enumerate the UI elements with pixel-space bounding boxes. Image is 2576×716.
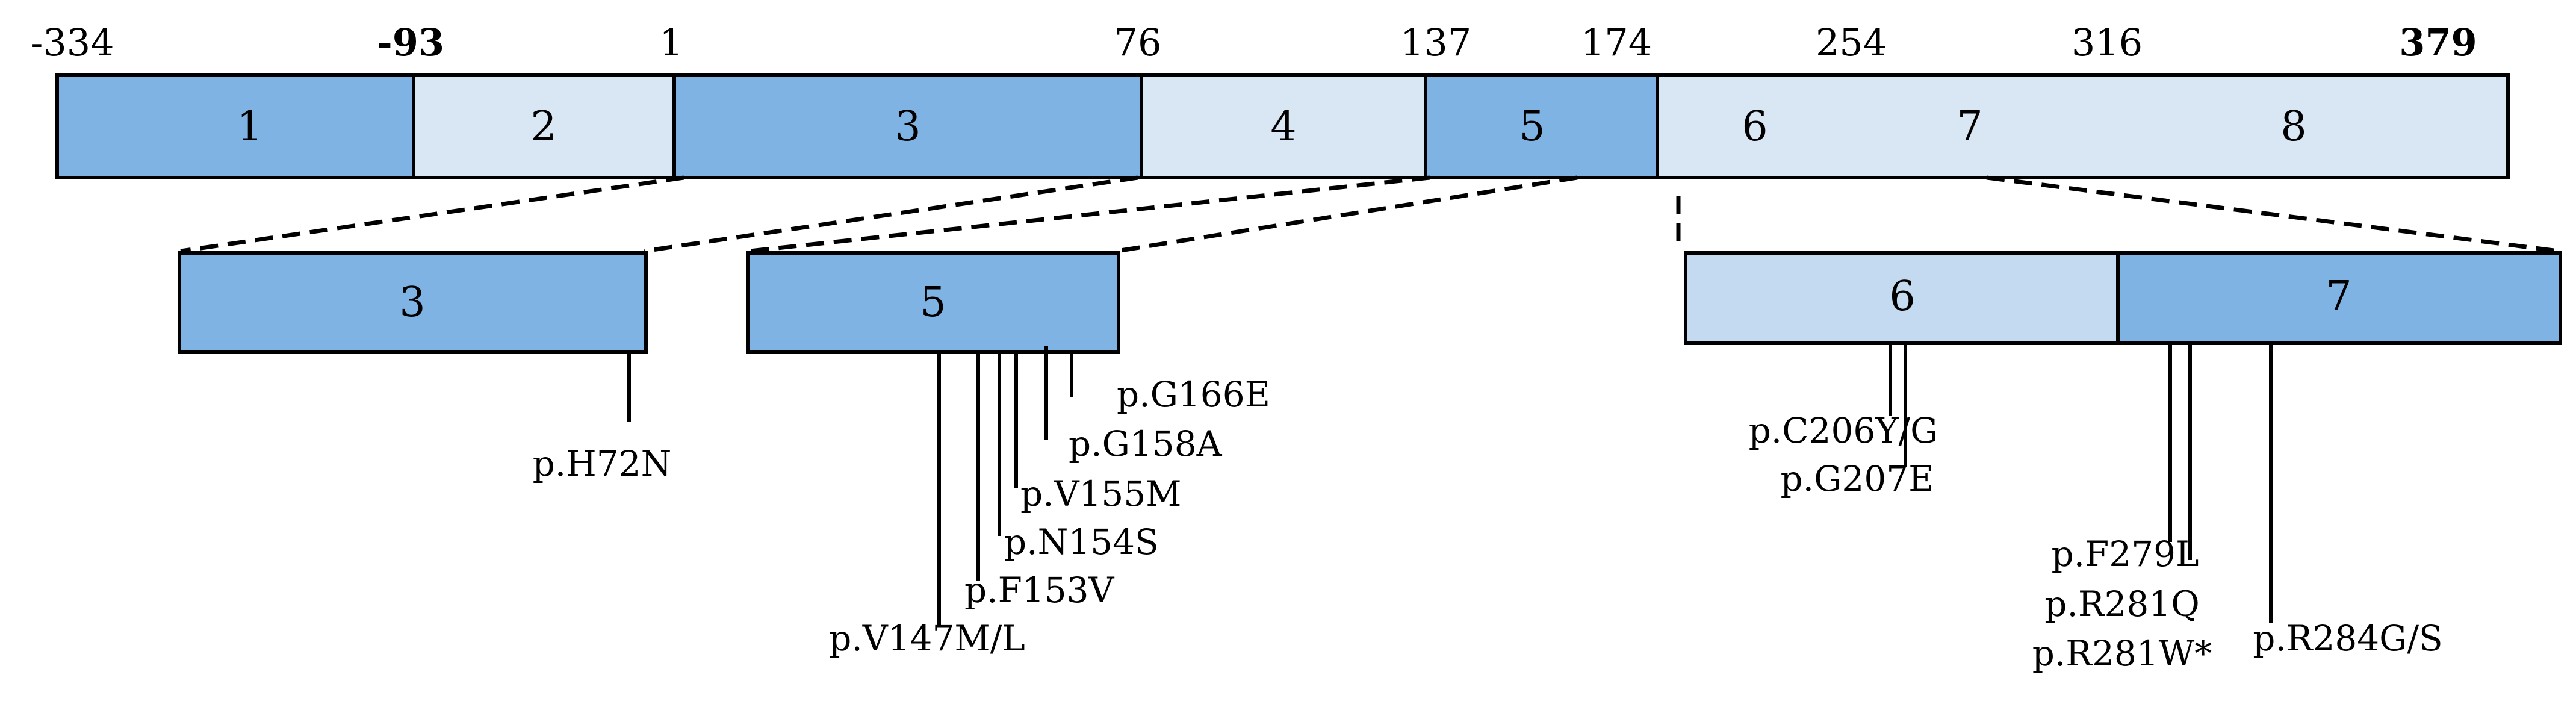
- connector-exon5-left: [749, 175, 1430, 254]
- exon-label: 5: [1519, 103, 1545, 151]
- mutation-label: p.G166E: [1117, 374, 1270, 415]
- position-label: 254: [1816, 20, 1887, 64]
- mutation-label: p.F279L: [2051, 534, 2199, 574]
- mutation-label: p.N154S: [1004, 521, 1159, 562]
- mutation-label: p.G207E: [1781, 458, 1934, 499]
- position-label: 316: [2072, 20, 2143, 64]
- mutation-label: p.R284G/S: [2253, 618, 2443, 659]
- zoom-exon-3-box: [178, 251, 648, 354]
- position-label: 1: [659, 20, 683, 64]
- gene-bar: 1 2 3 4 5 6 7 8: [55, 73, 2510, 179]
- zoom-exon-label: 6: [1889, 273, 1915, 320]
- zoom-exon-6-box: [1684, 251, 2120, 345]
- exon-label: 3: [895, 103, 920, 151]
- mutation-label: p.R281W*: [2032, 633, 2212, 674]
- connector-exon3-right: [644, 175, 1138, 254]
- exon-1-segment: [55, 73, 415, 179]
- position-label: 379: [2399, 20, 2477, 64]
- zoom-exon-label: 7: [2326, 273, 2351, 320]
- exon-2-segment: [412, 73, 676, 179]
- exon-label: 8: [2280, 103, 2306, 151]
- exon-label: 2: [530, 103, 556, 151]
- zoom-exon-5-box: [746, 251, 1120, 354]
- exon-label: 4: [1270, 103, 1296, 151]
- exons-6-8-segment: [1656, 73, 2510, 179]
- mutation-label: p.R281Q: [2044, 584, 2200, 624]
- mutation-label: p.F153V: [964, 570, 1115, 611]
- position-label: 137: [1400, 20, 1471, 64]
- mutation-label: p.G158A: [1069, 423, 1223, 464]
- position-label: 76: [1114, 20, 1162, 64]
- connector-exon3-left: [180, 175, 684, 254]
- mutation-label: p.H72N: [533, 443, 672, 484]
- position-label: 174: [1581, 20, 1652, 64]
- exon-label: 1: [237, 103, 262, 151]
- exon-label: 6: [1742, 103, 1768, 151]
- exon-3-segment: [672, 73, 1143, 179]
- mutation-label: p.C206Y/G: [1749, 410, 1938, 451]
- zoom-exon-label: 3: [399, 279, 425, 326]
- position-label: -93: [377, 20, 444, 64]
- zoom-exon-7-box: [2116, 251, 2562, 345]
- position-labels: -334 -93 1 76 137 174 254 316 379: [30, 20, 2477, 64]
- zoom-connectors: [180, 175, 2559, 254]
- mutation-labels: p.H72N p.G166E p.G158A p.V155M p.N154S p…: [533, 374, 2443, 674]
- zoom-exon-label: 5: [920, 279, 946, 326]
- exon-label: 7: [1957, 103, 1982, 151]
- mutation-ticks: [627, 343, 2273, 626]
- mutation-label: p.V147M/L: [829, 618, 1025, 659]
- mutation-label: p.V155M: [1020, 473, 1182, 514]
- position-label: -334: [30, 20, 114, 64]
- zoom-boxes: 3 5 6 7: [178, 251, 2562, 354]
- connector-exon5-right: [1116, 175, 1578, 254]
- exon-4-segment: [1140, 73, 1427, 179]
- connector-exon7-right: [1986, 175, 2559, 254]
